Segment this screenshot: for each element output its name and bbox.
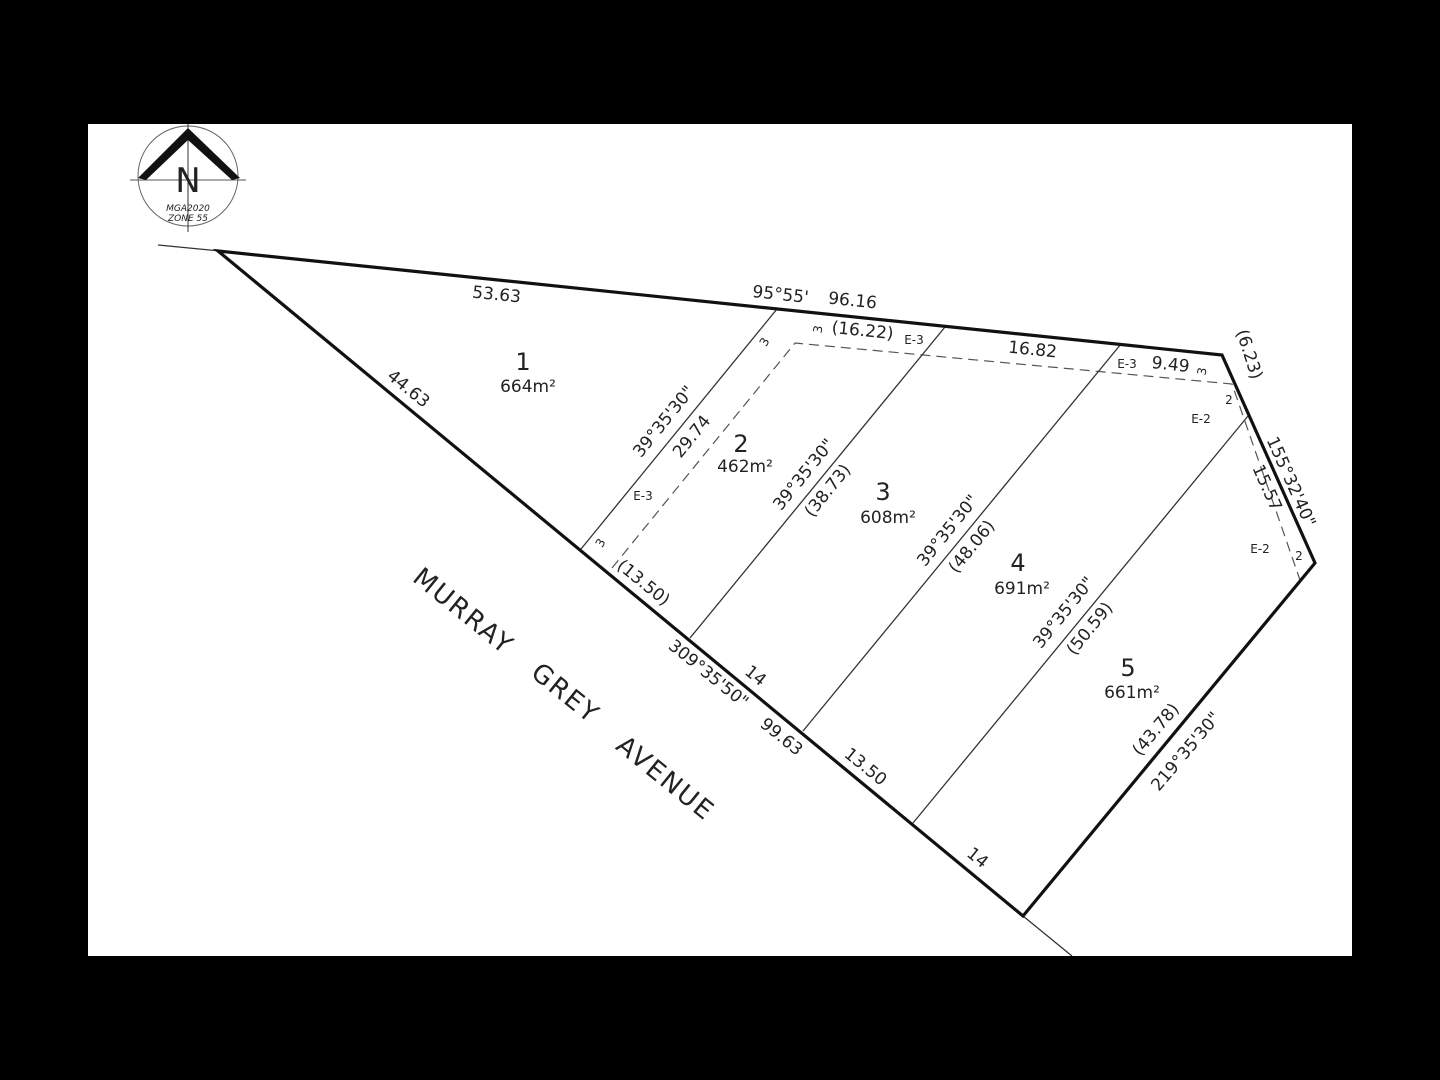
street-lot4: 13.50 <box>840 744 890 790</box>
street-name-label: MURRAY GREY AVENUE <box>407 562 720 827</box>
north-seg-lot1: 53.63 <box>471 283 521 308</box>
easement-e3-label: E-3 <box>1117 357 1137 371</box>
svg-text:4: 4 <box>1010 549 1025 577</box>
svg-text:5: 5 <box>1120 654 1135 682</box>
east-short: (6.23) <box>1231 327 1266 382</box>
parcel-boundary <box>212 248 1317 919</box>
easement-lines <box>611 342 1301 581</box>
north-total: 96.16 <box>827 289 877 314</box>
north-seg-lot4: 16.82 <box>1007 338 1057 363</box>
lot-3-label: 3 608m² <box>860 478 916 528</box>
svg-text:608m²: 608m² <box>860 508 916 528</box>
easement-e3-label: E-3 <box>633 489 653 503</box>
street-total: 99.63 <box>756 714 806 760</box>
svg-text:2: 2 <box>733 430 748 458</box>
easement-e2-label: E-2 <box>1250 542 1270 556</box>
street-bearing: 309°35'50" <box>664 636 752 712</box>
svg-text:462m²: 462m² <box>717 457 773 477</box>
easement-e2-label: E-2 <box>1191 412 1211 426</box>
easement-width: 3 <box>757 335 773 349</box>
svg-text:661m²: 661m² <box>1104 683 1160 703</box>
easement-width: 2 <box>1295 549 1303 563</box>
svg-text:3: 3 <box>875 478 890 506</box>
lot-1-label: 1 664m² <box>500 348 556 397</box>
easement-width: 2 <box>1225 393 1233 407</box>
north-seg-lot5: 9.49 <box>1151 353 1191 377</box>
svg-text:691m²: 691m² <box>994 579 1050 599</box>
easement-width: 3 <box>811 324 826 334</box>
svg-text:664m²: 664m² <box>500 377 556 397</box>
easement-e3-label: E-3 <box>904 333 924 347</box>
easement-width: 3 <box>1195 366 1210 376</box>
svg-text:ZONE 55: ZONE 55 <box>167 214 208 224</box>
survey-plan-sheet: N MGA2020 ZONE 55 1 664m² 2 462m² 3 608m… <box>88 124 1352 956</box>
west-lot1: 44.63 <box>383 366 433 412</box>
lot-5-label: 5 661m² <box>1104 654 1160 703</box>
svg-text:AVENUE: AVENUE <box>610 730 720 827</box>
svg-text:N: N <box>175 161 200 201</box>
svg-text:1: 1 <box>515 348 530 376</box>
svg-text:MGA2020: MGA2020 <box>166 204 210 214</box>
easement-width: 3 <box>593 536 609 550</box>
north-arrow-icon: N MGA2020 ZONE 55 <box>130 124 246 232</box>
lot-divider-lines <box>157 244 1249 956</box>
svg-text:MURRAY: MURRAY <box>407 562 519 661</box>
north-bearing: 95°55' <box>751 282 809 308</box>
svg-text:GREY: GREY <box>525 657 605 730</box>
subdivision-plan-drawing: N MGA2020 ZONE 55 1 664m² 2 462m² 3 608m… <box>130 124 1319 956</box>
north-seg-lot2: (16.22) <box>831 318 895 344</box>
lot-4-label: 4 691m² <box>994 549 1050 599</box>
lot-2-label: 2 462m² <box>717 430 773 477</box>
